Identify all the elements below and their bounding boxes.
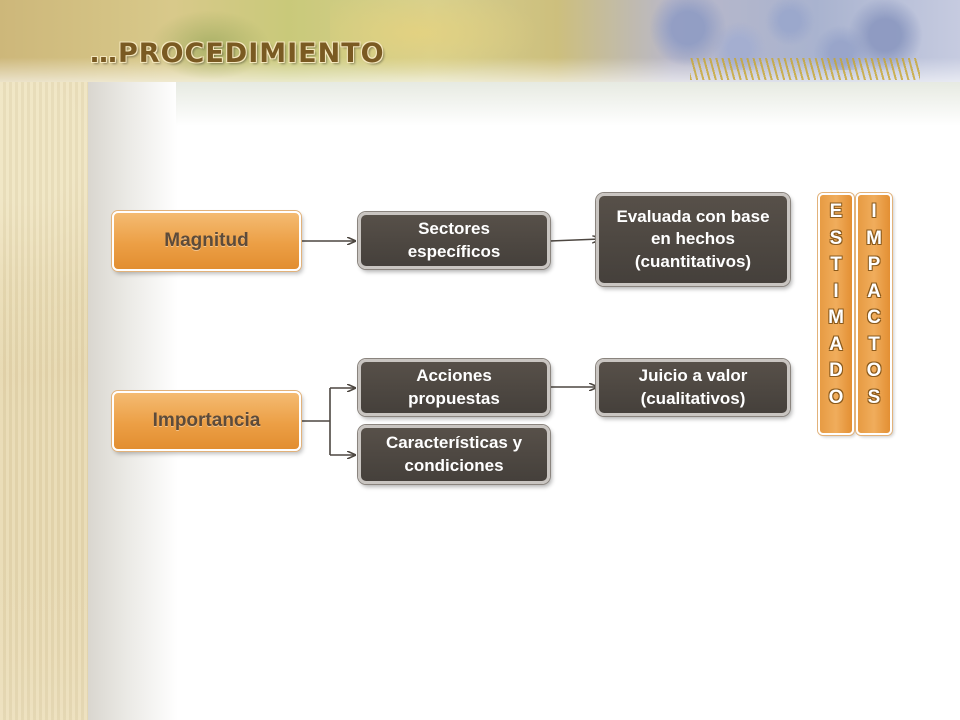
impactos-letter: A	[867, 280, 881, 302]
banner-leaf-decoration	[150, 10, 270, 80]
acciones-box: Acciones propuestas	[358, 359, 550, 416]
acciones-line-2: propuestas	[408, 388, 500, 408]
evaluada-line-3: (cuantitativos)	[634, 251, 752, 271]
evaluada-box: Evaluada con base en hechos (cuantitativ…	[596, 193, 790, 286]
impactos-letter: P	[867, 254, 881, 275]
impactos-letter: O	[866, 360, 882, 381]
importancia-box: Importancia	[112, 391, 301, 451]
acciones-line-1: Acciones	[416, 366, 492, 386]
importancia-label: Importancia	[152, 409, 261, 431]
impactos-letter: T	[868, 333, 880, 355]
impactos-vertical-box: I M P A C T O S	[856, 193, 892, 435]
impactos-letter: S	[867, 386, 881, 408]
estimado-letter: S	[829, 227, 843, 249]
juicio-line-1: Juicio a valor	[638, 366, 748, 386]
slide-title: …PROCEDIMIENTO	[90, 38, 385, 69]
estimado-letter: A	[829, 333, 843, 355]
banner-grass-decoration	[690, 58, 920, 80]
estimado-letter: I	[833, 280, 839, 302]
estimado-letter: M	[828, 307, 844, 328]
estimado-letter: E	[829, 201, 843, 222]
sectores-line-2: específicos	[407, 241, 501, 261]
caracteristicas-box: Características y condiciones	[358, 425, 550, 484]
impactos-letter: C	[867, 307, 881, 328]
header-banner	[0, 0, 960, 82]
left-textured-strip	[0, 0, 88, 720]
evaluada-line-1: Evaluada con base	[616, 207, 770, 227]
estimado-letter: O	[828, 386, 844, 408]
caracteristicas-line-1: Características y	[385, 433, 523, 453]
caracteristicas-line-2: condiciones	[404, 455, 504, 475]
arrow-sectores-evaluada	[549, 239, 600, 241]
impactos-letter: M	[866, 227, 882, 249]
magnitud-box: Magnitud	[112, 211, 301, 271]
sectores-box: Sectores específicos	[358, 212, 550, 269]
banner-shadow	[176, 82, 960, 126]
juicio-line-2: (cualitativos)	[640, 388, 746, 408]
evaluada-line-2: en hechos	[650, 229, 736, 249]
sectores-line-1: Sectores	[418, 219, 490, 239]
connector-importancia-branch	[302, 388, 331, 455]
impactos-letter: I	[871, 201, 877, 222]
estimado-vertical-box: E S T I M A D O	[818, 193, 854, 435]
estimado-letter: D	[829, 360, 843, 381]
magnitud-label: Magnitud	[164, 229, 249, 251]
estimado-letter: T	[830, 254, 842, 275]
banner-light-decoration	[330, 0, 550, 82]
juicio-box: Juicio a valor (cualitativos)	[596, 359, 790, 416]
